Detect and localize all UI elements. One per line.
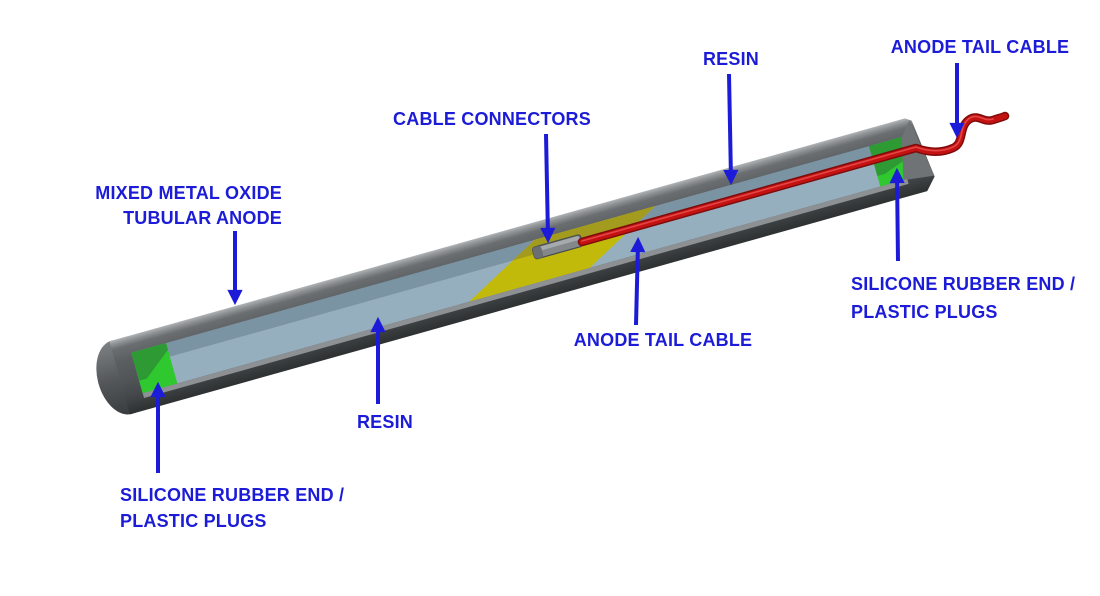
label-silicone-plug-right: SILICONE RUBBER END / PLASTIC PLUGS [851,270,1100,326]
label-silicone-right-line1: SILICONE RUBBER END / [851,274,1076,294]
end-plug-left-dark [131,343,168,381]
label-anode-tail-cable-top: ANODE TAIL CABLE [855,36,1100,58]
cable-core [579,113,1008,245]
arrow-silicone-plug-right [889,167,905,262]
shell-cut-edge [142,179,909,399]
label-silicone-right-line2: PLASTIC PLUGS [851,302,998,322]
arrow-cable-connectors [540,133,556,244]
tubular-anode [96,118,935,415]
label-silicone-left-line1: SILICONE RUBBER END / [120,485,345,505]
label-resin-bottom-text: RESIN [356,412,413,432]
label-silicone-plug-left: SILICONE RUBBER END / PLASTIC PLUGS [120,482,390,534]
label-cable-connectors-text: CABLE CONNECTORS [393,109,591,129]
label-mmo-line2: TUBULAR ANODE [123,208,282,228]
label-mmo-line1: MIXED METAL OXIDE [95,183,282,203]
arrow-anode-tail-cable-mid [630,236,646,326]
label-anode-tail-cable-top-text: ANODE TAIL CABLE [890,37,1070,57]
annotation-arrows [150,63,965,473]
label-resin-top: RESIN [656,48,806,70]
label-resin-top-text: RESIN [702,49,759,69]
label-mixed-metal-oxide-tubular-anode: MIXED METAL OXIDE TUBULAR ANODE [82,181,282,231]
resin-cut-face [131,134,916,367]
label-anode-tail-cable-mid-text: ANODE TAIL CABLE [573,330,753,350]
label-cable-connectors: CABLE CONNECTORS [377,108,607,130]
label-silicone-left-line2: PLASTIC PLUGS [120,511,267,531]
arrow-resin-top [723,73,739,186]
label-anode-tail-cable-mid: ANODE TAIL CABLE [548,329,778,351]
label-resin-bottom: RESIN [310,411,460,433]
